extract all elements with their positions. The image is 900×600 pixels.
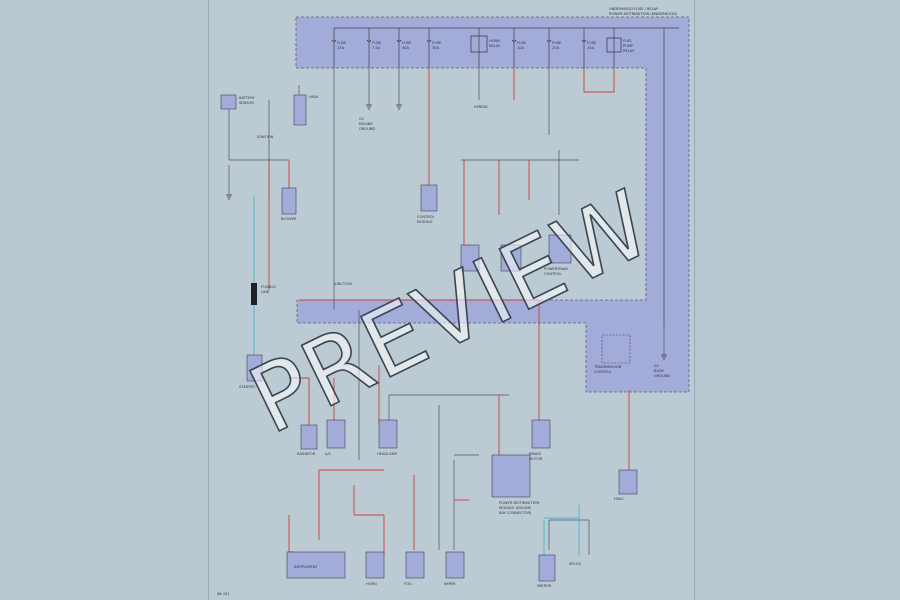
power-module-label-1: POWER DISTRIBUTION	[499, 501, 539, 505]
power-module-label-2: MODULE (ENGINE	[499, 506, 532, 510]
mirror-label: MIRROR	[537, 584, 552, 588]
horn-relay-label-2: RELAY	[489, 44, 501, 48]
top-bus	[333, 27, 679, 325]
fuse-f-label-1: FUSE	[552, 41, 562, 45]
headlamp-label: HEADLAMP	[377, 452, 398, 456]
horn-relay-label-1: HORN	[489, 39, 500, 43]
powertrain-label-2: CONTROL	[544, 272, 562, 276]
fuel-relay-label-2: PUMP	[623, 44, 634, 48]
wiper-label: WIPER	[444, 582, 456, 586]
fuse-e-label-2: 10A	[517, 46, 525, 50]
brake-motor-label-1: BRAKE	[529, 452, 542, 456]
top-fuses	[331, 35, 622, 53]
starter-label: STARTER	[239, 385, 255, 389]
wiring-diagram: UNDERHOOD FUSE / RELAY POWER DISTRIBUTIO…	[217, 7, 690, 596]
ac-clutch-label: A/C	[325, 452, 332, 456]
ground-symbols	[226, 104, 667, 360]
fuse-g-label-2: 15A	[587, 46, 595, 50]
instrument-label: INSTRUMENT	[294, 565, 318, 569]
battery-sensor-box	[220, 94, 237, 110]
wires-red	[268, 68, 630, 555]
fuse-d-label-1: FUSE	[432, 41, 442, 45]
charge-port	[293, 94, 307, 126]
ground-1-label-1: G1	[359, 117, 364, 121]
splice-label: SPLICE	[569, 562, 582, 566]
horn-label: HORN	[366, 582, 377, 586]
ground-1-label-2: ENGINE	[359, 122, 373, 126]
transmission-relay	[601, 334, 631, 364]
wires-cyan	[253, 195, 580, 555]
ground-2-label-3: GROUND	[654, 374, 670, 378]
charge-port-label-1: HIGH	[309, 95, 319, 99]
header-line-2: POWER DISTRIBUTION (UNDERHOOD)	[609, 12, 678, 16]
fuse-b-label-2: 7.5A	[372, 46, 381, 50]
powertrain-label-1: POWERTRAIN	[544, 267, 568, 271]
fuse-f-label-2: 20A	[552, 46, 560, 50]
hybrid-label: HYBRID	[474, 105, 488, 109]
schematic-sheet: UNDERHOOD FUSE / RELAY POWER DISTRIBUTIO…	[208, 0, 695, 600]
ignition-label: IGNITION	[257, 135, 274, 139]
battery-sensor-label-2: SENSOR	[239, 101, 254, 105]
power-module-label-3: BAY CONNECTOR)	[499, 511, 532, 515]
fuel-relay-label-1: FUEL	[623, 39, 632, 43]
fuse-c-label-2: 40A	[402, 46, 410, 50]
transmission-label-1: TRANSMISSION	[593, 365, 622, 369]
control-module-label-1: CONTROL	[417, 215, 435, 219]
power-distribution-box	[295, 16, 690, 393]
brake-motor-label-2: MOTOR	[529, 457, 543, 461]
fog-lamp-label: FOG	[404, 582, 412, 586]
fusible-link	[251, 283, 257, 305]
ground-1-label-3: GROUND	[359, 127, 375, 131]
hvac-label: HVAC	[614, 497, 624, 501]
radiator-fan-label: RADIATOR	[297, 452, 316, 456]
fusible-link-label-2: LINK	[261, 290, 270, 294]
fuse-b-label-1: FUSE	[372, 41, 382, 45]
fuel-relay-label-3: RELAY	[623, 49, 635, 53]
wires-grey	[228, 68, 665, 555]
fuse-e-label-1: FUSE	[517, 41, 527, 45]
ground-2-label-2: BODY	[654, 369, 665, 373]
components	[246, 184, 638, 582]
fusible-link-label-1: FUSIBLE	[261, 285, 277, 289]
blower-label-1: BLOWER	[281, 217, 297, 221]
fuse-a-label-1: FUSE	[337, 41, 347, 45]
ground-2-label-1: G2	[654, 364, 659, 368]
junction-label: JUNCTION	[333, 282, 352, 286]
header-line-1: UNDERHOOD FUSE / RELAY	[609, 7, 659, 11]
control-module-label-2: MODULE	[417, 220, 433, 224]
fuse-a-label-2: 15A	[337, 46, 345, 50]
fuse-c-label-1: FUSE	[402, 41, 412, 45]
fuse-d-label-2: 30A	[432, 46, 440, 50]
page-number: 88-101	[217, 592, 230, 596]
fuse-g-label-1: FUSE	[587, 41, 597, 45]
battery-sensor-label-1: BATTERY	[239, 96, 256, 100]
transmission-label-2: CONTROL	[594, 370, 612, 374]
